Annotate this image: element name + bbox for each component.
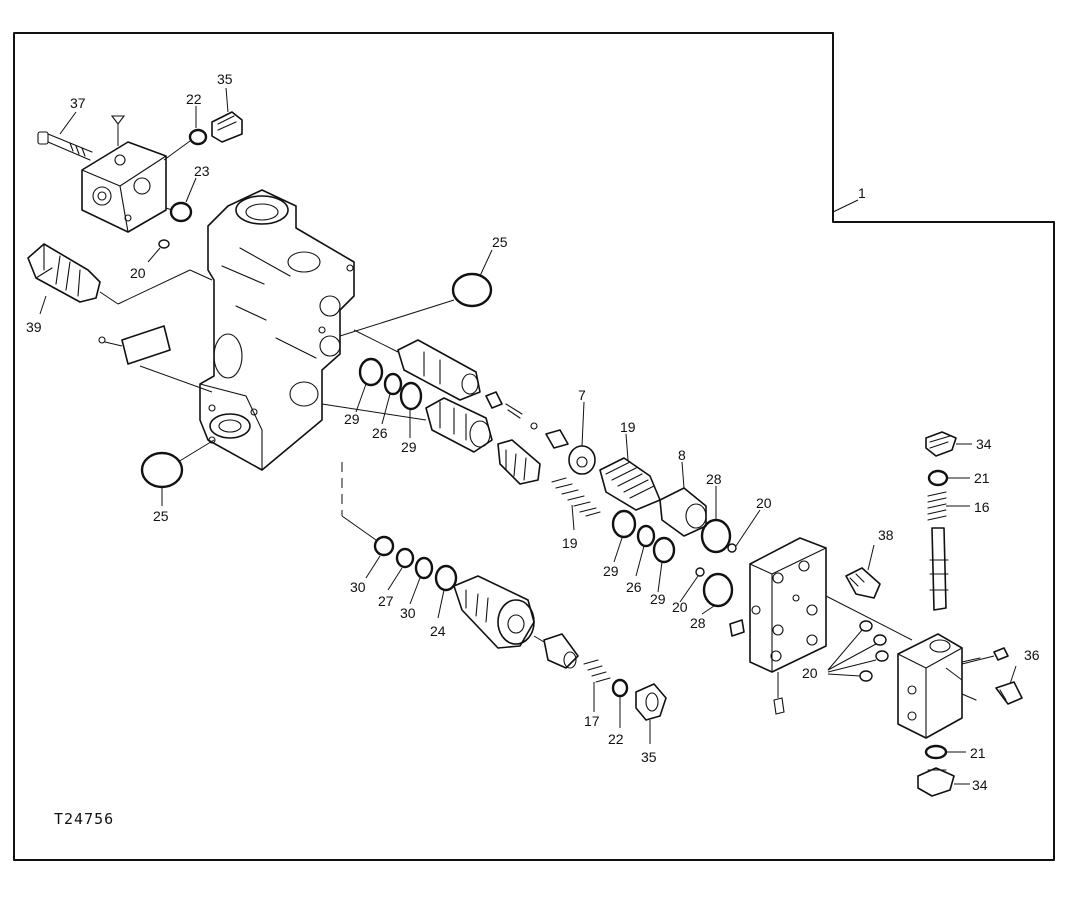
callout-17: 17: [584, 713, 600, 729]
callout-7: 7: [578, 387, 586, 403]
callout-26-a: 26: [372, 425, 388, 441]
plug-35-top: [211, 111, 243, 143]
callout-19-small: 19: [562, 535, 578, 551]
callout-29-a: 29: [344, 411, 360, 427]
assembly-label: 1: [858, 185, 866, 201]
callout-25-lower: 25: [153, 508, 169, 524]
callout-20-left: 20: [130, 265, 146, 281]
plug-35-bottom: [635, 683, 667, 721]
callout-25-upper: 25: [492, 234, 508, 250]
callout-20-mid: 20: [756, 495, 772, 511]
callout-20-lower: 20: [672, 599, 688, 615]
callout-19-large: 19: [620, 419, 636, 435]
callout-29-b: 29: [401, 439, 417, 455]
callout-38: 38: [878, 527, 894, 543]
plug-34-bottom: [917, 767, 955, 797]
callout-23: 23: [194, 163, 210, 179]
callout-29-c: 29: [603, 563, 619, 579]
callout-35-top: 35: [217, 71, 233, 87]
callout-27: 27: [378, 593, 394, 609]
callout-30-a: 30: [350, 579, 366, 595]
callout-30-b: 30: [400, 605, 416, 621]
spring-19-large: [599, 457, 661, 511]
callout-22-bottom: 22: [608, 731, 624, 747]
callout-20-right: 20: [802, 665, 818, 681]
end-cap-block: [81, 141, 167, 233]
callout-8: 8: [678, 447, 686, 463]
callout-21-bottom: 21: [970, 745, 986, 761]
callout-28-lower: 28: [690, 615, 706, 631]
assembly-frame: [13, 32, 1055, 861]
callout-37: 37: [70, 95, 86, 111]
cap-screw-38: [845, 567, 881, 599]
callout-36: 36: [1024, 647, 1040, 663]
lower-valve-cartridge: [453, 575, 535, 649]
callout-35-bottom: 35: [641, 749, 657, 765]
callout-34-top: 34: [976, 436, 992, 452]
callout-26-b: 26: [626, 579, 642, 595]
figure-code: T24756: [54, 810, 114, 828]
sleeve-8: [659, 487, 707, 537]
upper-spool: [397, 339, 569, 449]
callout-39: 39: [26, 319, 42, 335]
callout-28-upper: 28: [706, 471, 722, 487]
callout-34-bottom: 34: [972, 777, 988, 793]
callout-21-top: 21: [974, 470, 990, 486]
callout-22-top: 22: [186, 91, 202, 107]
callout-24: 24: [430, 623, 446, 639]
spring-19-small: [551, 477, 601, 517]
nameplate: [98, 325, 171, 365]
relief-valve-39: [27, 243, 213, 305]
main-valve-body: [199, 189, 355, 471]
middle-spool: [425, 397, 541, 485]
cap-screw-37: [37, 131, 93, 161]
callout-29-d: 29: [650, 591, 666, 607]
plug-34-top: [925, 431, 957, 457]
callout-16: 16: [974, 499, 990, 515]
center-plate: [749, 537, 827, 673]
right-end-block: [897, 633, 981, 739]
